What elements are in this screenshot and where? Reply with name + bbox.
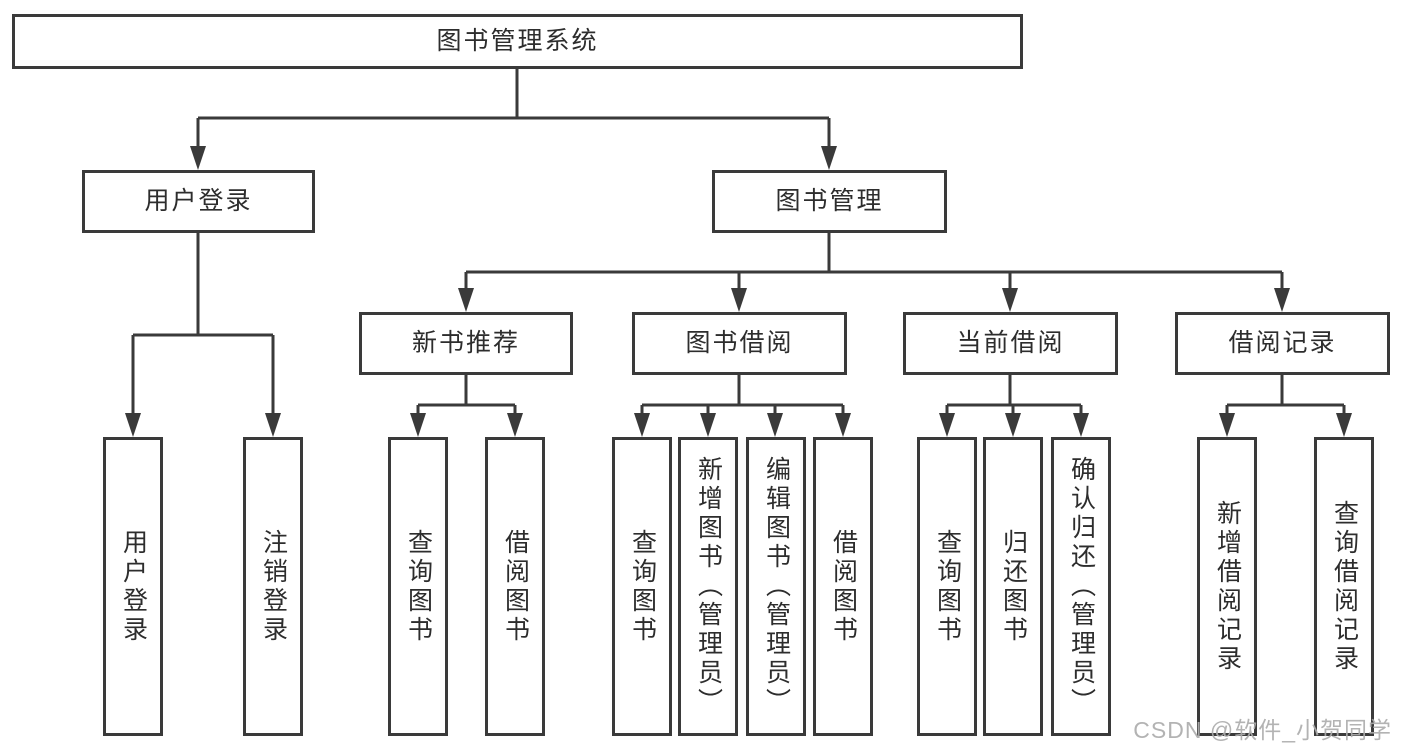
leaf-query-books-borrow-label: 查询图书 (628, 528, 657, 645)
leaf-borrow-books-recommend-label: 借阅图书 (501, 528, 530, 645)
leaf-return-books: 归还图书 (983, 437, 1043, 736)
node-root-label: 图书管理系统 (436, 27, 599, 55)
leaf-query-borrow-record: 查询借阅记录 (1314, 437, 1374, 736)
leaf-confirm-return-admin: 确认归还（管理员） (1051, 437, 1111, 736)
leaf-query-books-recommend: 查询图书 (388, 437, 448, 736)
leaf-edit-books-admin-label: 编辑图书（管理员） (762, 456, 791, 717)
leaf-query-borrow-record-label: 查询借阅记录 (1330, 499, 1359, 674)
leaf-query-books-borrow: 查询图书 (612, 437, 672, 736)
leaf-add-books-admin-label: 新增图书（管理员） (694, 456, 723, 717)
leaf-user-login-label: 用户登录 (119, 528, 148, 645)
node-book-management: 图书管理 (712, 170, 947, 233)
leaf-query-books-recommend-label: 查询图书 (404, 528, 433, 645)
leaf-borrow-books-label: 借阅图书 (829, 528, 858, 645)
node-borrow-records-label: 借阅记录 (1228, 329, 1337, 357)
leaf-return-books-label: 归还图书 (999, 528, 1028, 645)
node-book-borrow: 图书借阅 (632, 312, 847, 375)
leaf-user-login: 用户登录 (103, 437, 163, 736)
leaf-logout-label: 注销登录 (259, 528, 288, 645)
leaf-borrow-books-recommend: 借阅图书 (485, 437, 545, 736)
node-root: 图书管理系统 (12, 14, 1023, 69)
leaf-confirm-return-admin-label: 确认归还（管理员） (1067, 456, 1096, 717)
leaf-query-books-current-label: 查询图书 (933, 528, 962, 645)
node-book-borrow-label: 图书借阅 (685, 329, 794, 357)
node-new-book-recommend-label: 新书推荐 (411, 329, 520, 357)
leaf-edit-books-admin: 编辑图书（管理员） (746, 437, 806, 736)
node-user-login-label: 用户登录 (144, 187, 253, 215)
node-new-book-recommend: 新书推荐 (359, 312, 573, 375)
leaf-add-borrow-record-label: 新增借阅记录 (1213, 499, 1242, 674)
node-borrow-records: 借阅记录 (1175, 312, 1390, 375)
arrowhead-icons (125, 146, 1352, 437)
node-book-management-label: 图书管理 (775, 187, 884, 215)
leaf-borrow-books: 借阅图书 (813, 437, 873, 736)
watermark: CSDN @软件_小贺同学 (1133, 717, 1392, 743)
node-current-borrow-label: 当前借阅 (956, 329, 1065, 357)
leaf-query-books-current: 查询图书 (917, 437, 977, 736)
leaf-add-borrow-record: 新增借阅记录 (1197, 437, 1257, 736)
node-user-login: 用户登录 (82, 170, 315, 233)
node-current-borrow: 当前借阅 (903, 312, 1118, 375)
leaf-logout: 注销登录 (243, 437, 303, 736)
leaf-add-books-admin: 新增图书（管理员） (678, 437, 738, 736)
